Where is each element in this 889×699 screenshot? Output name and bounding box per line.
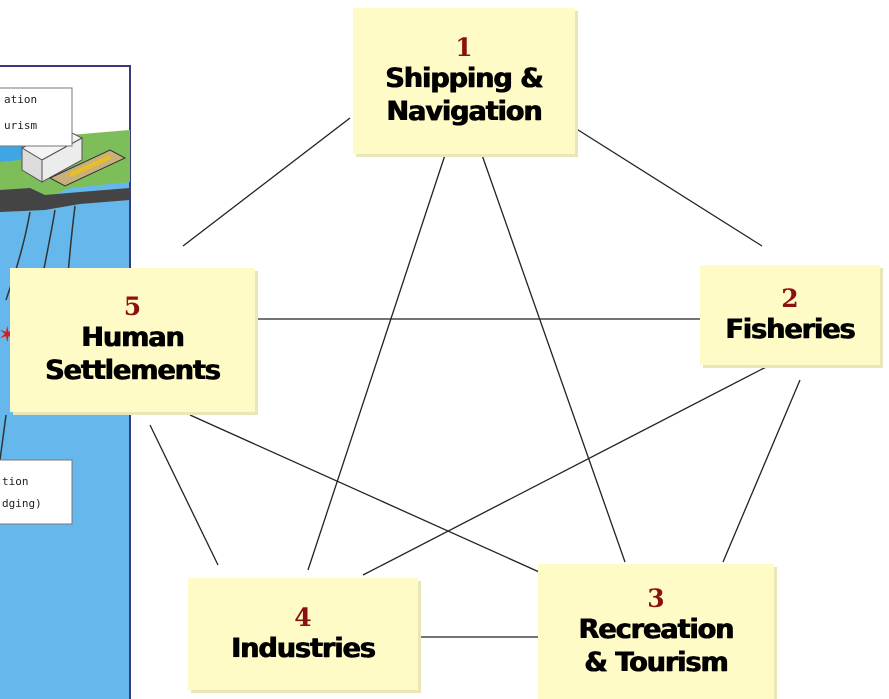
shoreline — [0, 188, 130, 212]
node-number: 4 — [294, 602, 312, 632]
node-recreation-tourism: 3 Recreation & Tourism — [538, 564, 774, 699]
link-1-2 — [574, 127, 763, 247]
link-1-3 — [481, 154, 626, 563]
link-5-4 — [149, 424, 219, 566]
node-label-line2: & Tourism — [584, 646, 728, 678]
node-human-settlements: 5 Human Settlements — [10, 268, 255, 412]
label-box-bottom — [0, 459, 73, 525]
link-2-4 — [362, 365, 769, 576]
figure-label-bottom-1: tion — [2, 475, 29, 488]
node-label-line1: Fisheries — [725, 313, 855, 345]
contour-line — [5, 211, 31, 301]
node-fisheries: 2 Fisheries — [700, 265, 880, 365]
node-number: 5 — [123, 292, 142, 321]
node-label-line1: Human — [81, 322, 184, 353]
link-5-3 — [189, 414, 569, 586]
node-label-line2: Navigation — [386, 96, 542, 127]
pier-icon — [48, 149, 127, 187]
figure-label-bottom-2: dging) — [2, 497, 42, 510]
node-shipping-navigation: 1 Shipping & Navigation — [353, 8, 575, 154]
link-2-3 — [722, 379, 801, 563]
link-1-4 — [307, 154, 446, 571]
node-label-line1: Industries — [231, 632, 376, 664]
water-area — [0, 170, 130, 699]
node-label-line1: Shipping & — [385, 63, 543, 94]
link-1-5 — [182, 117, 351, 247]
node-number: 3 — [647, 583, 665, 613]
contour-line — [0, 414, 7, 461]
figure-label-top-1: ation — [4, 93, 38, 106]
node-label-line1: Recreation — [578, 613, 735, 645]
node-number: 2 — [781, 283, 799, 313]
node-number: 1 — [455, 33, 473, 62]
figure-label-top-2: urism — [4, 119, 38, 132]
node-industries: 4 Industries — [188, 578, 418, 690]
label-box-top — [0, 87, 73, 147]
node-label-line2: Settlements — [45, 355, 221, 386]
